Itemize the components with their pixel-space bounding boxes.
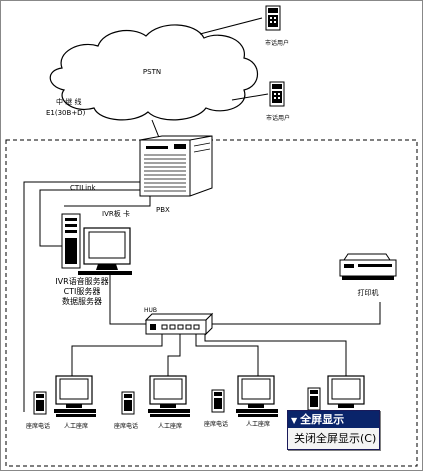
agent-phone-icon bbox=[33, 391, 47, 415]
pbx-label: PBX bbox=[156, 206, 170, 214]
trunk-spec-label: E1(30B+D) bbox=[46, 109, 86, 117]
menu-triangle-icon: ▼ bbox=[291, 416, 298, 425]
ivr-pbx-line bbox=[64, 196, 151, 207]
agent-phone-icon bbox=[211, 389, 225, 413]
hub-device bbox=[144, 312, 214, 336]
phone-right-label: 市话用户 bbox=[266, 114, 290, 122]
phone-top-label: 市话用户 bbox=[265, 39, 289, 47]
lan-cabling bbox=[71, 275, 381, 380]
ctilink-line bbox=[39, 189, 140, 247]
agent-pc-label: 人工座席 bbox=[64, 422, 88, 430]
agent-pc-icon bbox=[236, 375, 278, 417]
server-tower-icon bbox=[61, 213, 81, 269]
agent-phone-label: 座席电话 bbox=[204, 420, 228, 428]
menu-title-fullscreen[interactable]: ▼全屏显示 bbox=[288, 411, 379, 428]
cloud-phone-link bbox=[199, 17, 263, 35]
trunk-label: 中 继 线 bbox=[56, 97, 81, 106]
server-label-cti: CTI服务器 bbox=[64, 286, 101, 296]
ivr-card-label: IVR板 卡 bbox=[102, 209, 130, 218]
subscriber-phone-icon bbox=[269, 81, 285, 107]
agent-pc-icon bbox=[54, 375, 96, 417]
printer-label: 打印机 bbox=[358, 288, 379, 297]
agent-pc-icon bbox=[327, 375, 365, 408]
agent-phone-icon bbox=[121, 391, 135, 415]
agent-phone-icon bbox=[307, 387, 321, 411]
agent-pc-icon bbox=[148, 375, 190, 417]
server-label-data: 数据服务器 bbox=[62, 296, 102, 306]
close-fullscreen-menu-item[interactable]: 关闭全屏显示(C) bbox=[294, 432, 377, 445]
enterprise-boundary bbox=[5, 139, 418, 467]
hub-label: HUB bbox=[144, 307, 157, 314]
server-monitor-icon bbox=[78, 227, 132, 275]
pbx-switch bbox=[139, 135, 213, 197]
cloud-phone-link bbox=[231, 93, 269, 101]
agent-pc-label: 人工座席 bbox=[246, 420, 270, 428]
printer-icon bbox=[339, 253, 397, 280]
pstn-cloud bbox=[49, 24, 259, 121]
subscriber-phone-icon bbox=[265, 5, 281, 31]
ctilink-label: CTILink bbox=[70, 184, 97, 192]
pbx-phone-trunk bbox=[23, 181, 140, 412]
agent-phone-label: 座席电话 bbox=[114, 422, 138, 430]
fullscreen-context-menu: ▼全屏显示 关闭全屏显示(C) bbox=[287, 410, 380, 450]
agent-pc-label: 人工座席 bbox=[158, 422, 182, 430]
menu-title-label: 全屏显示 bbox=[300, 413, 345, 426]
server-label-ivr: IVR语音服务器 bbox=[55, 276, 108, 286]
agent-phone-label: 座席电话 bbox=[26, 422, 50, 430]
pstn-label: PSTN bbox=[143, 68, 161, 76]
